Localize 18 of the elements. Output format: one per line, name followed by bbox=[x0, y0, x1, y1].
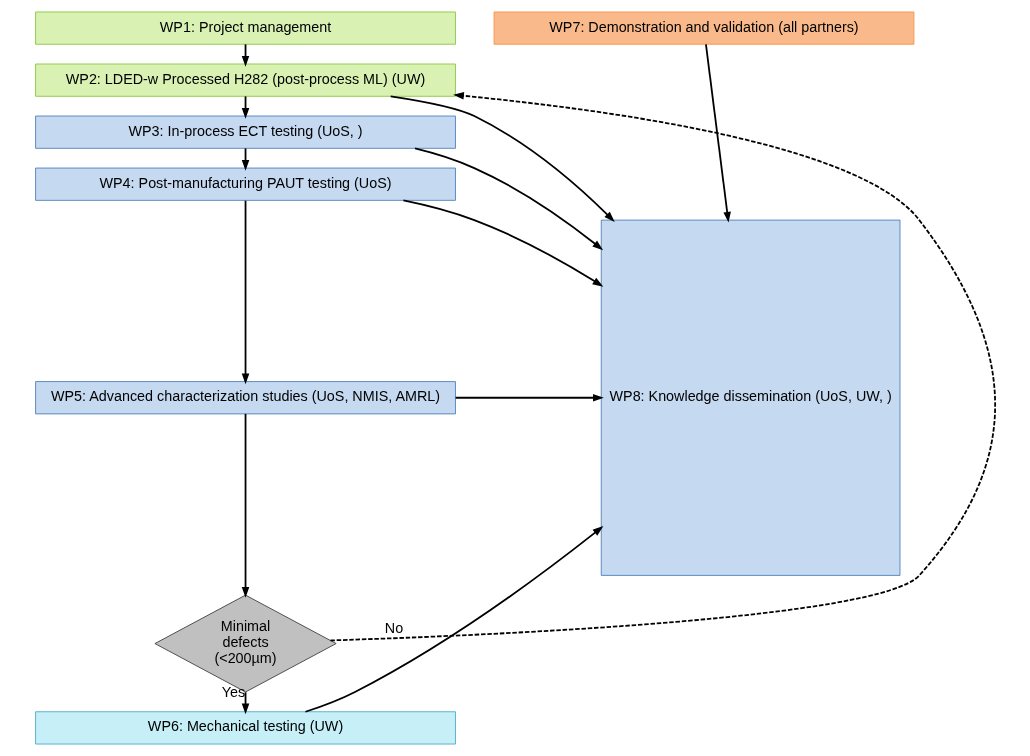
node-box: WP8: Knowledge dissemination (UoS, UW, ) bbox=[600, 219, 900, 576]
edge-label: No bbox=[384, 620, 403, 637]
arrow bbox=[241, 199, 249, 385]
node-box: WP3: In-process ECT testing (UoS, ) bbox=[34, 115, 456, 149]
arrow bbox=[454, 393, 604, 402]
node-box: WP7: Demonstration and validation (all partners) bbox=[493, 11, 914, 45]
arrow bbox=[241, 413, 249, 598]
node-box: WP1: Project management bbox=[34, 11, 456, 45]
arrow bbox=[304, 526, 603, 713]
arrow bbox=[413, 147, 603, 251]
node-box: WP5: Advanced characterization studies (UoS, NMIS, AMRL) bbox=[34, 381, 456, 415]
arrow bbox=[389, 95, 615, 222]
arrow bbox=[704, 43, 731, 223]
node-box: WP6: Mechanical testing (UW) bbox=[34, 711, 456, 745]
arrow bbox=[329, 92, 996, 642]
node-box: WP2: LDED-w Processed H282 (post-process ML) (UW) bbox=[34, 63, 456, 97]
node-box: WP4: Post-manufacturing PAUT testing (UoS) bbox=[34, 167, 456, 201]
arrow bbox=[402, 199, 603, 287]
